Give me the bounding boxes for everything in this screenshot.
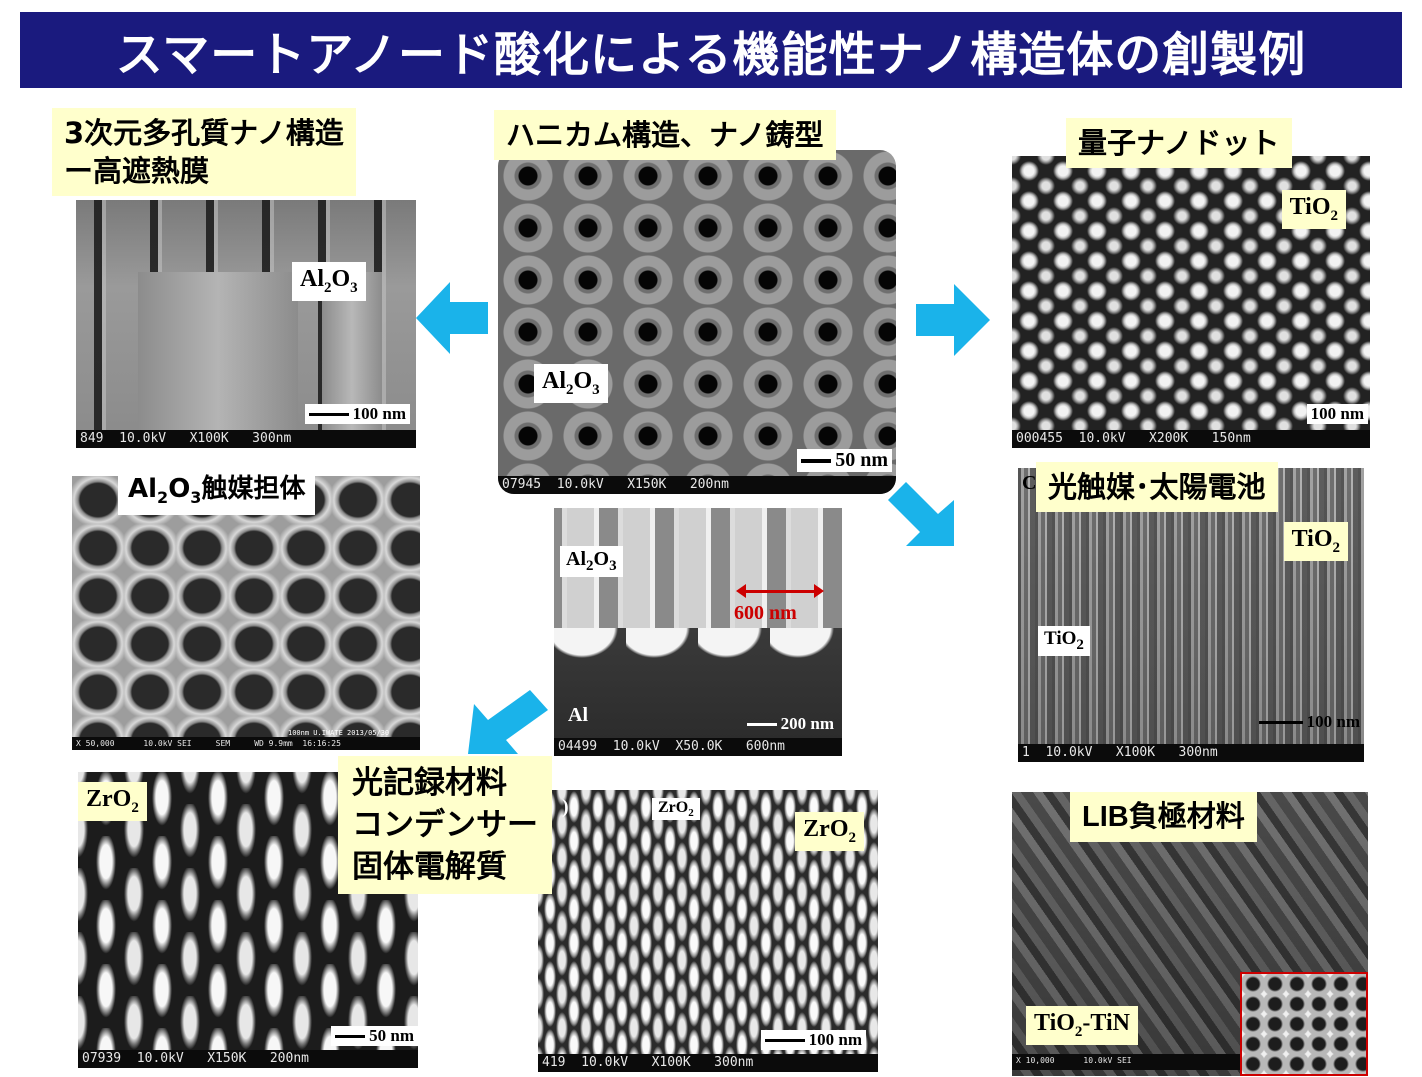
dimension-arrow-left-head: [736, 584, 746, 598]
chem-label-zro2-small: ZrO2: [652, 798, 700, 821]
scale-bar: 50 nm: [797, 449, 892, 472]
sem-zro2-tubes: ) ZrO2 ZrO2 100 nm 419 10.0kV X100K 300n…: [538, 790, 878, 1072]
scale-bar: 100 nm: [1255, 712, 1364, 732]
arrow-down-right-icon: [888, 482, 954, 546]
sem-pillar-block: [138, 272, 298, 432]
sem-inset: [1240, 972, 1368, 1076]
scale-bar: 100 nm: [1306, 404, 1368, 424]
page-title: スマートアノード酸化による機能性ナノ構造体の創製例: [115, 27, 1307, 83]
sem-cross-section: Al2O3 600 nm Al 200 nm 04499 10.0kV X50.…: [554, 508, 842, 756]
scale-bar: 100 nm: [304, 404, 410, 424]
sem-info-strip: 04499 10.0kV X50.0K 600nm: [554, 738, 842, 756]
sem-quantum-dots: TiO2 100 nm 000455 10.0kV X200K 150nm: [1012, 156, 1370, 448]
chem-label-al2o3: Al2O3: [560, 546, 623, 577]
chem-label-al: Al: [568, 704, 588, 726]
sem-info-strip: 849 10.0kV X100K 300nm: [76, 430, 416, 448]
arrow-right-icon: [916, 284, 990, 356]
label-catalyst-support: Al2O3触媒担体: [118, 472, 316, 516]
title-bar: スマートアノード酸化による機能性ナノ構造体の創製例: [20, 12, 1402, 88]
sem-info-strip: 07945 10.0kV X150K 200nm: [498, 476, 896, 494]
label-porous-3d: 3次元多孔質ナノ構造 ー高遮熱膜: [52, 108, 356, 196]
scale-bar: 100 nm: [760, 1030, 866, 1050]
chem-label-tio2: TiO2: [1283, 522, 1348, 561]
dimension-label: 600 nm: [734, 602, 797, 624]
sem-info-strip: 000455 10.0kV X200K 150nm: [1012, 430, 1370, 448]
scale-bar: 200 nm: [743, 714, 838, 734]
chem-label-al2o3: Al2O3: [292, 262, 366, 301]
chem-label-tio2-tin: TiO2-TiN: [1026, 1006, 1138, 1045]
sem-al-substrate: [554, 628, 842, 756]
label-lib-anode: LIB負極材料: [1070, 792, 1257, 842]
chem-label-zro2: ZrO2: [795, 812, 864, 851]
arrow-left-icon: [416, 282, 488, 354]
label-quantum-dots: 量子ナノドット: [1066, 118, 1292, 168]
chem-label-tio2: TiO2: [1281, 190, 1346, 229]
chem-label-al2o3: Al2O3: [534, 364, 608, 403]
sem-porous-3d: Al2O3 100 nm 849 10.0kV X100K 300nm: [76, 200, 416, 448]
sem-info-strip: 07939 10.0kV X150K 200nm: [78, 1050, 418, 1068]
dimension-arrow-right-head: [814, 584, 824, 598]
sem-catalyst-support: X 50,000 10.0kV SEI SEM WD 9.9mm 16:16:2…: [72, 476, 420, 750]
sem-info-strip: 419 10.0kV X100K 300nm: [538, 1054, 878, 1072]
chem-label-zro2: ZrO2: [78, 782, 147, 821]
arrow-down-left-icon: [468, 690, 548, 754]
label-optical-recording: 光記録材料 コンデンサー 固体電解質: [338, 756, 552, 894]
corner-letter: ): [562, 796, 569, 818]
sem-photocatalyst: C TiO2 TiO2 100 nm 1 10.0kV X100K 300nm: [1018, 468, 1364, 762]
corner-letter: C: [1022, 472, 1037, 494]
scale-bar: 50 nm: [331, 1026, 418, 1046]
label-photocatalyst: 光触媒･太陽電池: [1036, 462, 1278, 512]
chem-label-tio2-small: TiO2: [1038, 626, 1090, 656]
sem-info-strip: 1 10.0kV X100K 300nm: [1018, 744, 1364, 762]
dimension-arrow: [744, 590, 814, 593]
label-honeycomb: ハニカム構造、ナノ鋳型: [494, 110, 836, 160]
sem-info-marker: 100nm U.IWATE 2013/05/30: [288, 729, 390, 737]
sem-info-strip: X 50,000 10.0kV SEI SEM WD 9.9mm 16:16:2…: [72, 737, 420, 750]
sem-honeycomb: Al2O3 50 nm 07945 10.0kV X150K 200nm: [498, 150, 896, 494]
